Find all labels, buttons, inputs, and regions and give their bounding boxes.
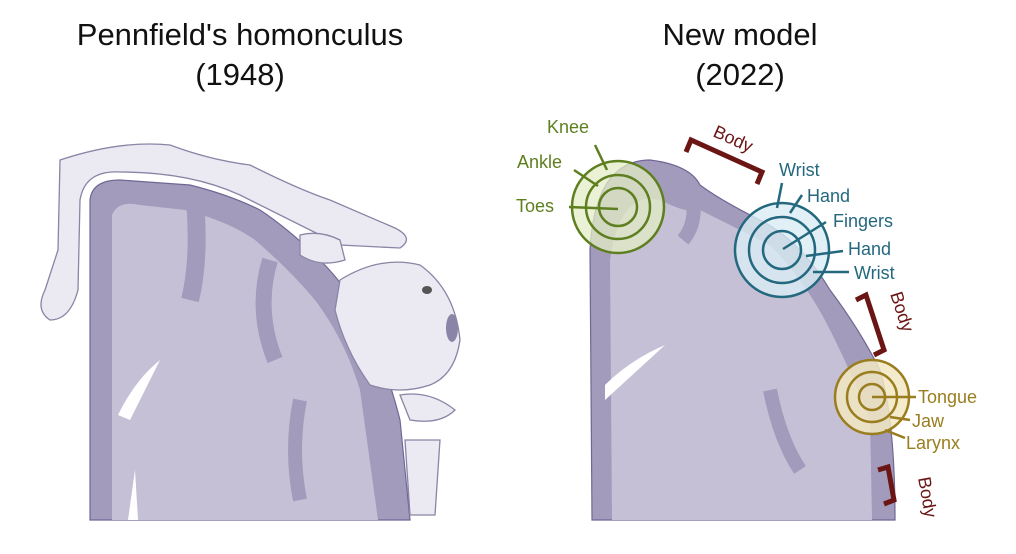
label-tongue: Tongue [918, 387, 977, 407]
right-title-line2: (2022) [695, 57, 785, 92]
label-jaw: Jaw [912, 411, 945, 431]
left-title: Pennfield's homonculus (1948) [20, 15, 460, 95]
label-hand-top: Hand [807, 186, 850, 206]
label-fingers: Fingers [833, 211, 893, 231]
label-wrist-bottom: Wrist [854, 263, 895, 283]
homunculus-mouth [446, 314, 458, 342]
foot-representation [568, 144, 666, 255]
label-hand-bottom: Hand [848, 239, 891, 259]
left-title-line1: Pennfield's homonculus [76, 17, 404, 52]
label-knee: Knee [547, 117, 589, 137]
label-toes: Toes [516, 196, 554, 216]
label-body-bottom: Body [914, 475, 941, 519]
hand-representation [733, 182, 849, 299]
label-body-middle: Body [886, 289, 918, 334]
right-title-line1: New model [662, 17, 818, 52]
right-brain-section [589, 159, 896, 521]
body-bracket-top: Body [683, 121, 766, 185]
right-title: New model (2022) [540, 15, 940, 95]
label-larynx: Larynx [906, 433, 960, 453]
mouth-representation [833, 358, 916, 440]
left-title-line2: (1948) [195, 57, 285, 92]
homunculus-eye [422, 286, 432, 294]
homunculus-figure [40, 143, 461, 516]
label-wrist-top: Wrist [779, 160, 820, 180]
label-ankle: Ankle [517, 152, 562, 172]
